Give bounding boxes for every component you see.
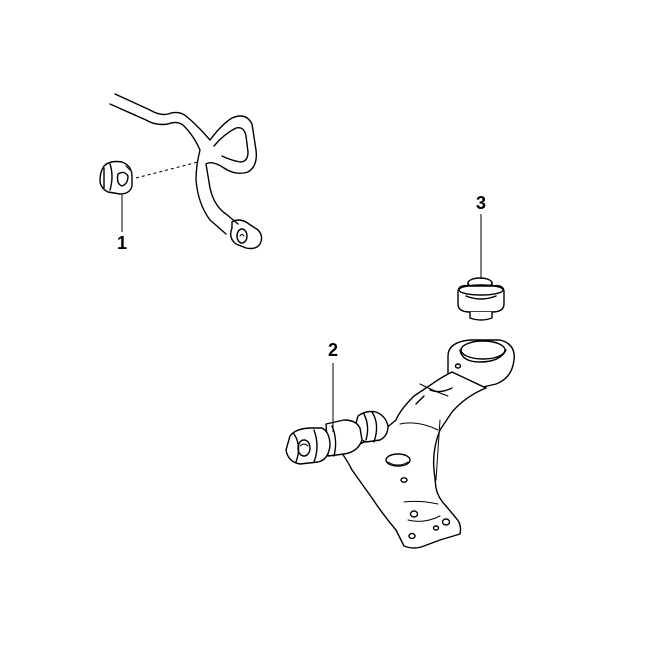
callout-1: 1 [117,233,127,253]
callout-2: 2 [328,340,338,360]
callout-3: 3 [476,193,486,213]
control-arm-bushing [457,277,505,321]
stabilizer-bar-bushing [99,160,133,195]
assembly-dashed-line [135,161,199,179]
lower-control-arm [285,339,515,549]
stabilizer-bar [109,93,263,250]
